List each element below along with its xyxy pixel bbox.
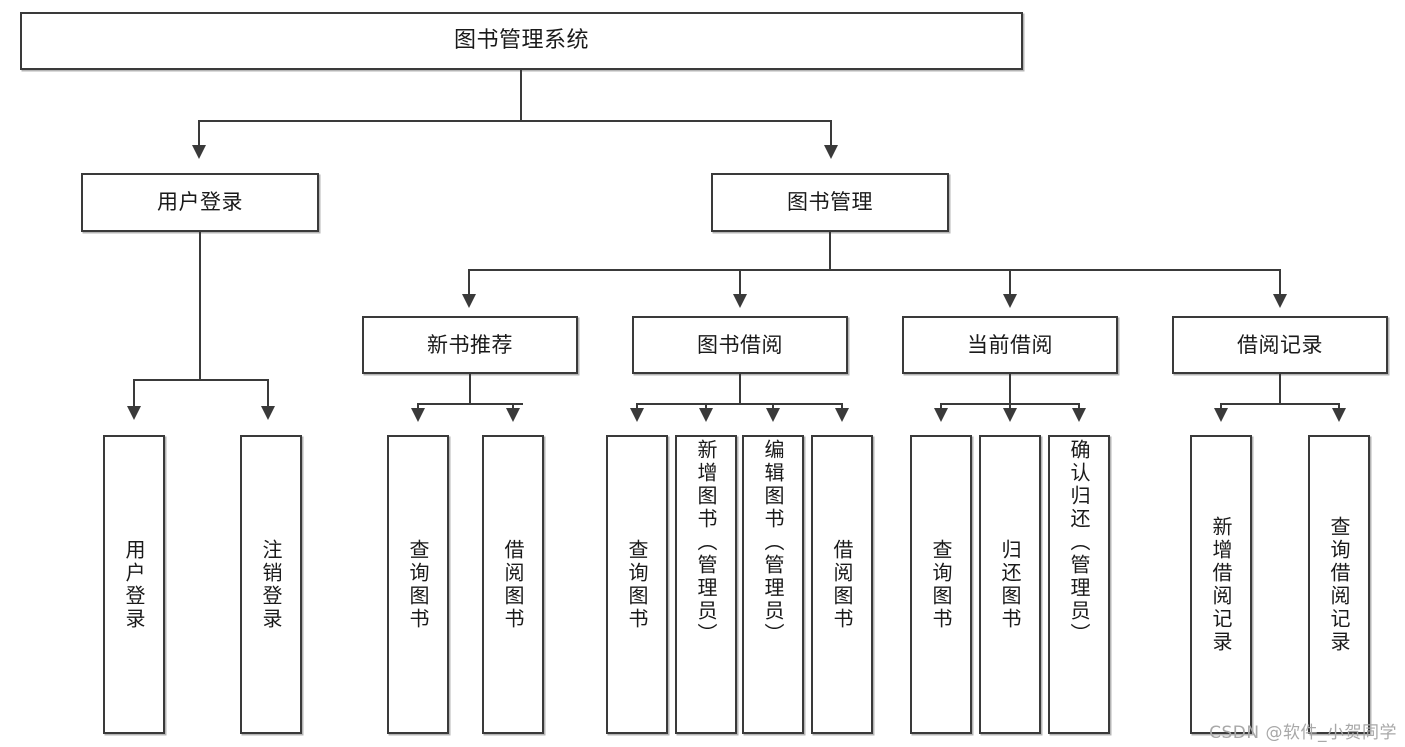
- arrowhead-leaf-8: [835, 408, 849, 422]
- leaf-label: 查询图书: [929, 538, 953, 631]
- connector-当前借阅-stem: [1009, 374, 1011, 405]
- connector-root-bus: [198, 120, 832, 122]
- arrowhead-leaf-12: [1214, 408, 1228, 422]
- leaf-查询借阅记录[interactable]: 查询借阅记录: [1308, 435, 1370, 734]
- leaf-label: 用户登录: [122, 538, 146, 631]
- connector-图书借阅-stem: [739, 374, 741, 405]
- leaf-label: 借阅图书: [501, 538, 525, 631]
- leaf-label: 查询图书: [406, 538, 430, 631]
- leaf-注销登录[interactable]: 注销登录: [240, 435, 302, 734]
- arrowhead-leaf-4: [506, 408, 520, 422]
- arrowhead-to-图书管理: [824, 145, 838, 159]
- leaf-label: 查询图书: [625, 538, 649, 631]
- node-label: 新书推荐: [427, 332, 513, 357]
- node-图书借阅[interactable]: 图书借阅: [632, 316, 848, 374]
- connector-用户登录-bus: [133, 379, 267, 381]
- connector-用户登录-drop-2: [267, 379, 269, 408]
- arrowhead-leaf-5: [630, 408, 644, 422]
- arrowhead-to-借阅记录: [1273, 294, 1287, 308]
- arrowhead-to-图书借阅: [733, 294, 747, 308]
- connector-图书管理-bus: [468, 269, 1280, 271]
- leaf-label: 编辑图书（管理员）: [761, 439, 785, 646]
- connector-借阅记录-stem: [1279, 374, 1281, 405]
- connector-root-drop-2: [830, 120, 832, 147]
- leaf-借阅图书-新书推荐[interactable]: 借阅图书: [482, 435, 544, 734]
- node-root-图书管理系统[interactable]: 图书管理系统: [20, 12, 1023, 70]
- leaf-用户登录[interactable]: 用户登录: [103, 435, 165, 734]
- leaf-label: 借阅图书: [830, 538, 854, 631]
- node-新书推荐[interactable]: 新书推荐: [362, 316, 578, 374]
- connector-root-drop-1: [198, 120, 200, 147]
- leaf-label: 新增借阅记录: [1209, 515, 1233, 654]
- connector-用户登录-drop-1: [133, 379, 135, 408]
- arrowhead-to-当前借阅: [1003, 294, 1017, 308]
- connector-图书管理-stem: [829, 232, 831, 271]
- node-借阅记录[interactable]: 借阅记录: [1172, 316, 1388, 374]
- leaf-label: 确认归还（管理员）: [1067, 439, 1091, 646]
- leaf-新增图书-管理员[interactable]: 新增图书（管理员）: [675, 435, 737, 734]
- node-label: 图书管理: [787, 190, 873, 215]
- arrowhead-leaf-1: [127, 406, 141, 420]
- connector-新书推荐-bus: [417, 403, 523, 405]
- leaf-归还图书[interactable]: 归还图书: [979, 435, 1041, 734]
- arrowhead-leaf-3: [411, 408, 425, 422]
- leaf-label: 注销登录: [259, 538, 283, 631]
- arrowhead-leaf-9: [934, 408, 948, 422]
- connector-新书推荐-stem: [469, 374, 471, 405]
- connector-借阅记录-bus: [1220, 403, 1340, 405]
- arrowhead-leaf-2: [261, 406, 275, 420]
- leaf-查询图书-图书借阅[interactable]: 查询图书: [606, 435, 668, 734]
- node-用户登录[interactable]: 用户登录: [81, 173, 319, 232]
- connector-图书管理-drop-1: [468, 269, 470, 296]
- arrowhead-leaf-7: [766, 408, 780, 422]
- arrowhead-leaf-6: [699, 408, 713, 422]
- arrowhead-leaf-11: [1072, 408, 1086, 422]
- node-图书管理[interactable]: 图书管理: [711, 173, 949, 232]
- arrowhead-to-新书推荐: [462, 294, 476, 308]
- node-label: 图书管理系统: [453, 28, 589, 54]
- leaf-label: 新增图书（管理员）: [694, 439, 718, 646]
- node-label: 当前借阅: [967, 332, 1053, 357]
- connector-图书管理-drop-2: [739, 269, 741, 296]
- node-label: 用户登录: [157, 190, 243, 215]
- connector-用户登录-stem: [199, 232, 201, 380]
- leaf-label: 归还图书: [998, 538, 1022, 631]
- leaf-查询图书-新书推荐[interactable]: 查询图书: [387, 435, 449, 734]
- connector-图书管理-drop-3: [1009, 269, 1011, 296]
- connector-root-stem: [520, 70, 522, 121]
- arrowhead-leaf-10: [1003, 408, 1017, 422]
- arrowhead-leaf-13: [1332, 408, 1346, 422]
- node-label: 图书借阅: [697, 332, 783, 357]
- connector-图书管理-drop-4: [1279, 269, 1281, 296]
- leaf-label: 查询借阅记录: [1327, 515, 1351, 654]
- node-label: 借阅记录: [1237, 332, 1323, 357]
- leaf-编辑图书-管理员[interactable]: 编辑图书（管理员）: [742, 435, 804, 734]
- node-当前借阅[interactable]: 当前借阅: [902, 316, 1118, 374]
- leaf-借阅图书-图书借阅[interactable]: 借阅图书: [811, 435, 873, 734]
- arrowhead-to-用户登录: [192, 145, 206, 159]
- leaf-确认归还-管理员[interactable]: 确认归还（管理员）: [1048, 435, 1110, 734]
- leaf-查询图书-当前借阅[interactable]: 查询图书: [910, 435, 972, 734]
- leaf-新增借阅记录[interactable]: 新增借阅记录: [1190, 435, 1252, 734]
- connector-图书借阅-bus: [636, 403, 842, 405]
